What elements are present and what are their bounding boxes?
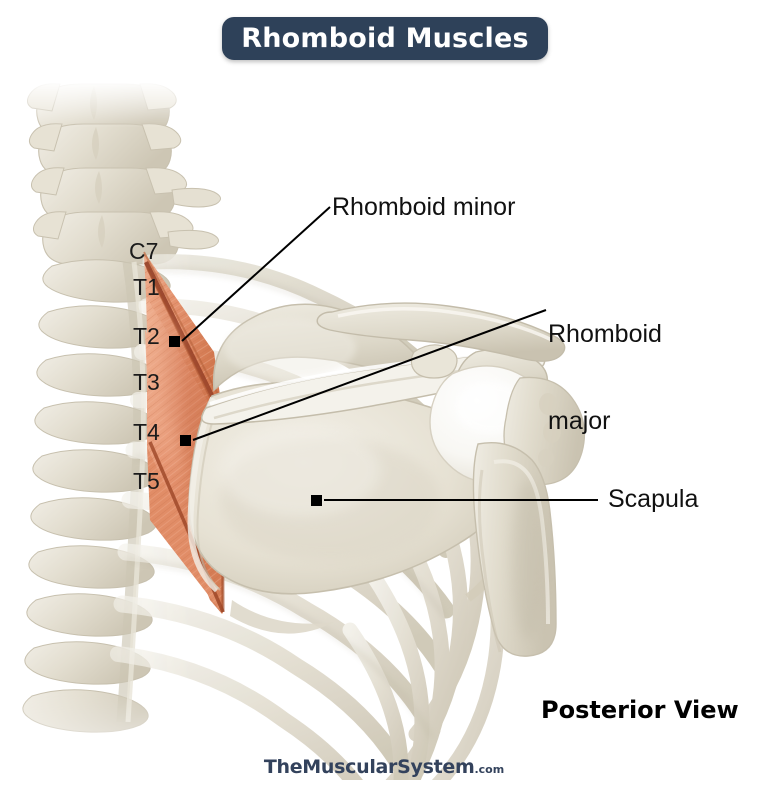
label-rhomboid-minor: Rhomboid minor	[332, 193, 516, 221]
vertebra-label-t1: T1	[133, 274, 160, 300]
label-rhomboid-major-line2: major	[548, 407, 611, 435]
cervical-vertebrae	[26, 83, 221, 265]
marker-rhomboid-major	[180, 435, 191, 446]
coracoid-process	[410, 344, 458, 379]
vertebra-label-t2: T2	[133, 323, 160, 349]
label-rhomboid-major: Rhomboid major	[548, 262, 662, 465]
posterior-view-label: Posterior View	[541, 696, 739, 724]
clavicle	[316, 302, 566, 362]
page-title: Rhomboid Muscles	[241, 23, 529, 54]
marker-scapula	[311, 495, 322, 506]
marker-rhomboid-minor	[169, 336, 180, 347]
vertebra-label-t3: T3	[133, 369, 160, 395]
scapula-group	[187, 302, 586, 657]
leader-line-rhomboid-minor	[181, 206, 331, 342]
title-banner: Rhomboid Muscles	[222, 17, 548, 60]
label-scapula: Scapula	[608, 485, 699, 513]
leader-lines-group	[169, 206, 598, 506]
vertebra-label-t5: T5	[133, 468, 160, 494]
leader-line-rhomboid-major	[192, 309, 547, 441]
watermark: TheMuscularSystem.com	[0, 756, 768, 778]
label-rhomboid-major-line1: Rhomboid	[548, 320, 662, 348]
vertebra-label-c7: C7	[129, 238, 159, 264]
watermark-suffix: .com	[474, 763, 505, 776]
vertebra-label-t4: T4	[133, 419, 160, 445]
watermark-main: TheMuscularSystem	[263, 756, 475, 778]
